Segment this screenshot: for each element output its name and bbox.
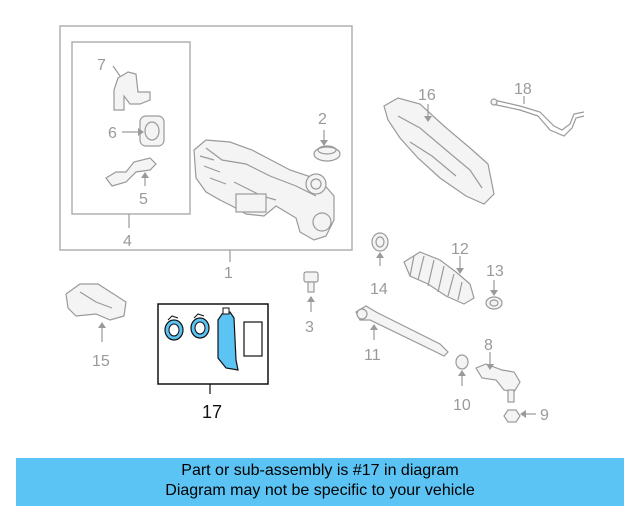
callout-11: 11 [364,347,381,364]
callout-3: 3 [305,319,314,336]
callout-15: 15 [92,353,110,370]
callout-17: 17 [202,402,222,422]
part-10-nut[interactable] [455,354,469,370]
part-16-heat-shield[interactable] [383,97,495,205]
part-3-bolt[interactable] [303,271,319,293]
callout-9: 9 [540,407,549,424]
part-9-nut[interactable] [503,409,521,423]
callout-5: 5 [139,191,148,208]
kit-instruction-sheet [243,321,263,357]
part-17-box[interactable] [157,303,269,385]
callout-6: 6 [108,125,117,142]
info-banner: Part or sub-assembly is #17 in diagram D… [16,458,624,506]
part-18-line[interactable] [490,98,585,137]
part-8-tie-rod-end[interactable] [475,363,521,403]
part-7-bracket[interactable] [113,71,151,111]
callout-4: 4 [123,233,132,250]
part-13-clamp[interactable] [485,296,503,310]
assembly-box-1 [59,25,353,251]
kit-grease-tube [217,311,239,371]
subassembly-box-4 [71,41,191,215]
part-15-cover[interactable] [65,283,127,321]
part-6-bushing[interactable] [139,115,165,147]
callout-10: 10 [453,397,471,414]
callout-14: 14 [370,281,388,298]
part-11-tie-rod[interactable] [355,305,449,357]
callout-7: 7 [97,57,106,74]
callout-12: 12 [451,241,469,258]
part-14-clamp[interactable] [371,232,389,252]
part-2-cap[interactable] [313,145,341,162]
callout-8: 8 [484,337,493,354]
banner-line-2: Diagram may not be specific to your vehi… [165,482,475,499]
callout-2: 2 [318,111,327,128]
part-5-clamp[interactable] [105,157,157,187]
callout-18: 18 [514,81,532,98]
part-17-repair-kit[interactable] [164,307,263,371]
banner-line-1: Part or sub-assembly is #17 in diagram [181,462,459,479]
callout-16: 16 [418,87,436,104]
part-12-boot[interactable] [403,251,475,305]
parts-diagram: 7 6 5 4 2 1 16 [59,25,585,424]
callout-1: 1 [224,265,233,282]
steering-gear-assembly [193,139,335,241]
callout-13: 13 [486,263,504,280]
